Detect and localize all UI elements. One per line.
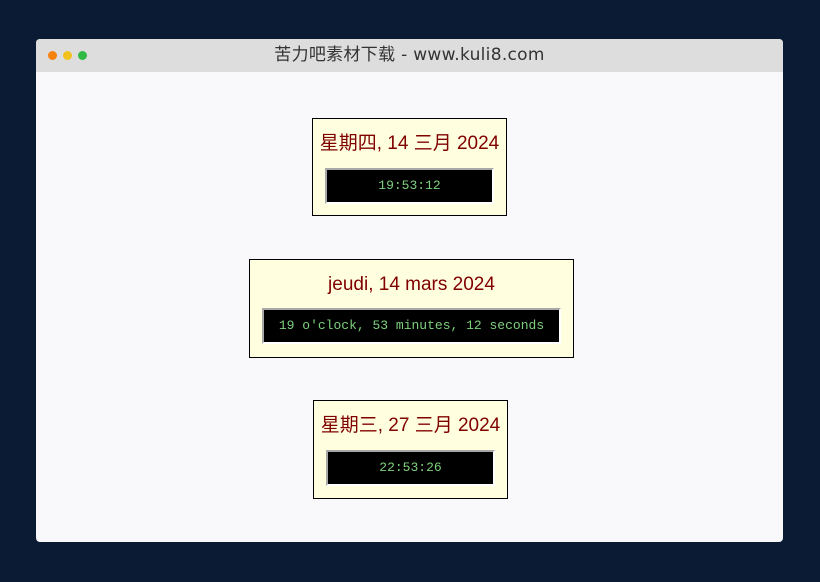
title-bar: 苦力吧素材下载 - www.kuli8.com: [36, 39, 783, 72]
close-button[interactable]: [48, 51, 57, 60]
page-content: 星期四, 14 三月 2024 19:53:12 jeudi, 14 mars …: [36, 72, 783, 542]
clock-date: jeudi, 14 mars 2024: [328, 274, 495, 295]
clock-widget-chinese-offset: 星期三, 27 三月 2024 22:53:26: [313, 400, 508, 499]
window-controls: [48, 51, 87, 60]
clock-time-display: 22:53:26: [326, 450, 495, 486]
browser-window: 苦力吧素材下载 - www.kuli8.com 星期四, 14 三月 2024 …: [36, 39, 783, 542]
minimize-button[interactable]: [63, 51, 72, 60]
clock-widget-french-verbose: jeudi, 14 mars 2024 19 o'clock, 53 minut…: [249, 259, 574, 358]
clock-widget-chinese-current: 星期四, 14 三月 2024 19:53:12: [312, 118, 507, 216]
clock-time-display: 19:53:12: [325, 168, 494, 204]
window-title: 苦力吧素材下载 - www.kuli8.com: [274, 45, 545, 65]
maximize-button[interactable]: [78, 51, 87, 60]
clock-time-display: 19 o'clock, 53 minutes, 12 seconds: [262, 308, 561, 344]
clock-date: 星期四, 14 三月 2024: [319, 133, 500, 154]
clock-date: 星期三, 27 三月 2024: [320, 415, 501, 436]
